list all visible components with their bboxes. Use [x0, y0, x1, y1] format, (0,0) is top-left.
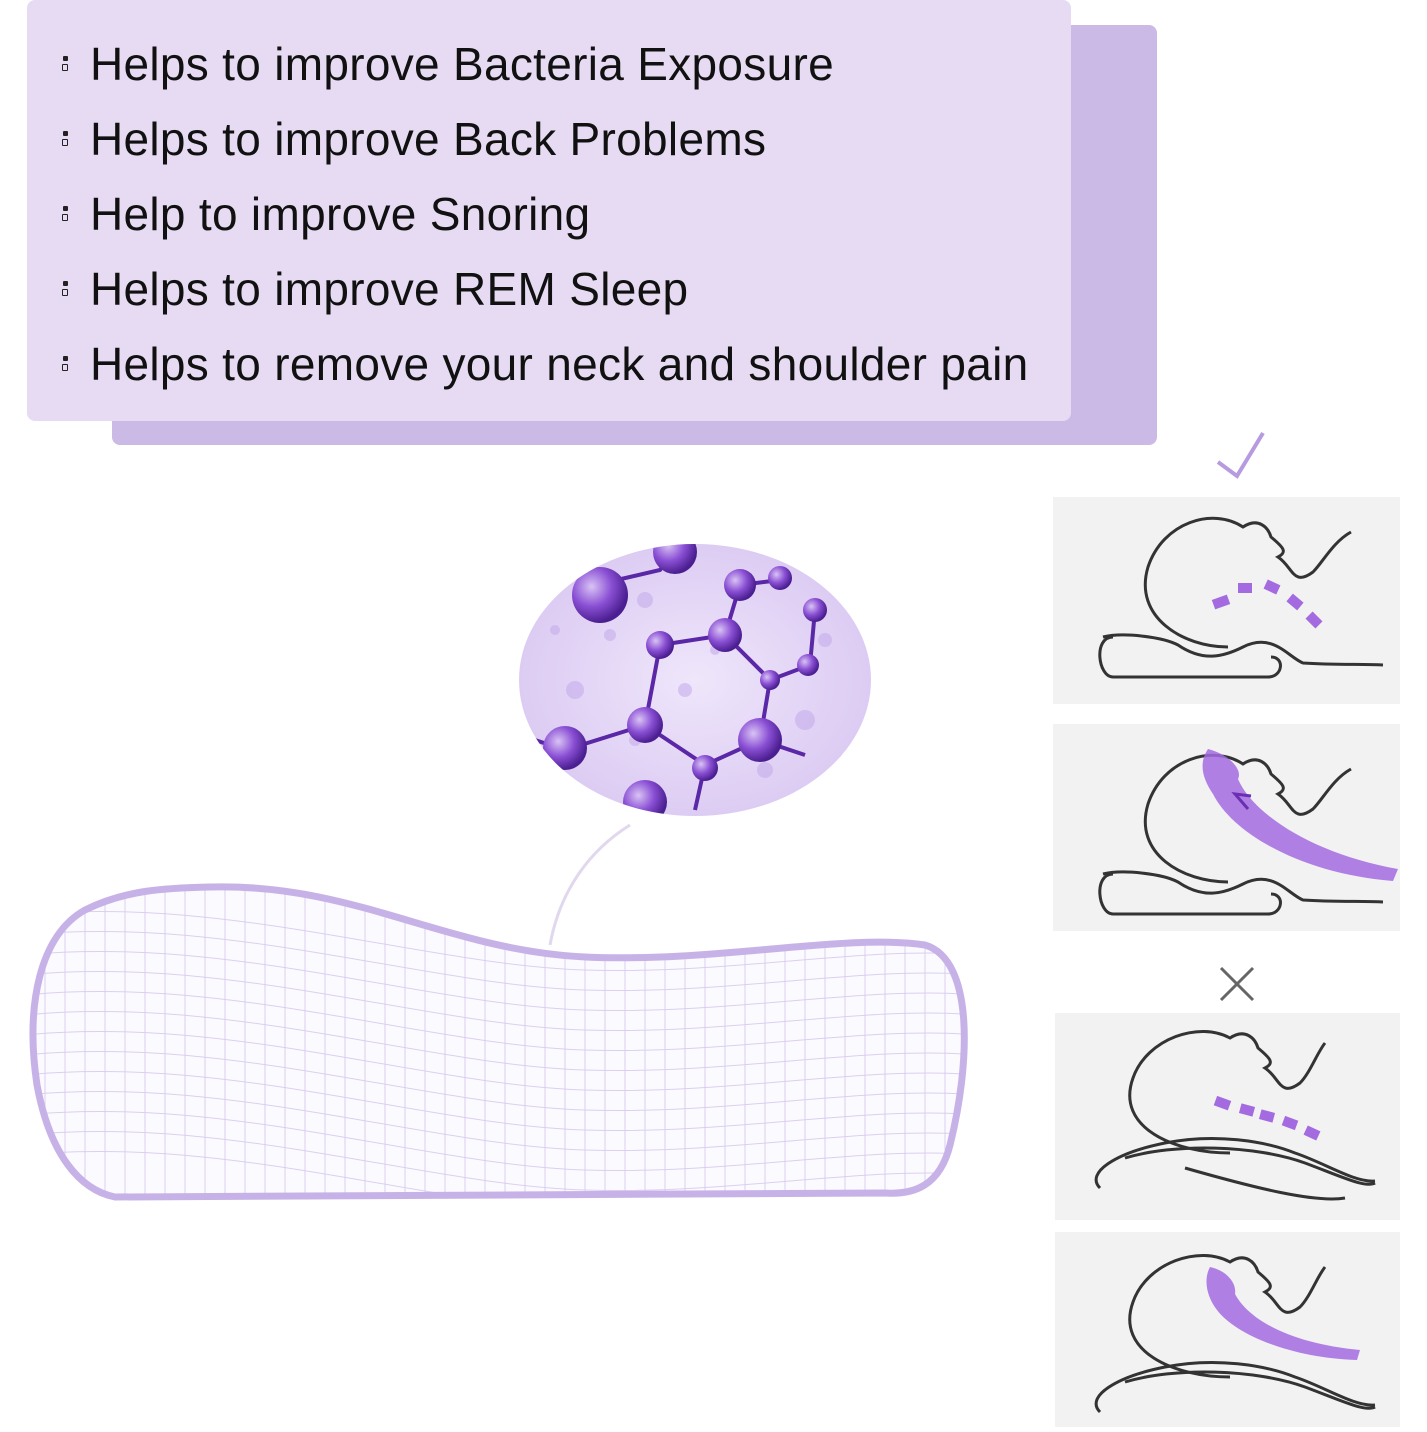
incorrect-posture-illustration-2	[1055, 1232, 1400, 1427]
pillow-illustration	[29, 883, 968, 1201]
correct-posture-illustration-1	[1053, 497, 1400, 704]
benefit-text: Helps to improve Bacteria Exposure	[90, 37, 834, 90]
benefits-list: Helps to improve Bacteria Exposure Helps…	[60, 26, 1029, 401]
check-icon	[1216, 431, 1265, 479]
bullet-icon	[60, 353, 70, 375]
benefit-item: Helps to remove your neck and shoulder p…	[60, 326, 1029, 401]
pointer-line	[548, 823, 631, 946]
bullet-icon	[60, 203, 70, 225]
molecule-illustration	[519, 544, 871, 816]
benefits-panel	[27, 0, 1071, 421]
benefit-text: Helps to remove your neck and shoulder p…	[90, 337, 1029, 390]
benefit-text: Helps to improve Back Problems	[90, 112, 767, 165]
benefit-text: Help to improve Snoring	[90, 187, 591, 240]
incorrect-posture-illustration-1	[1055, 1013, 1400, 1220]
benefit-item: Helps to improve REM Sleep	[60, 251, 1029, 326]
bullet-icon	[60, 278, 70, 300]
bullet-icon	[60, 53, 70, 75]
benefit-item: Help to improve Snoring	[60, 176, 1029, 251]
cross-icon	[1219, 966, 1255, 1002]
benefit-item: Helps to improve Back Problems	[60, 101, 1029, 176]
benefit-item: Helps to improve Bacteria Exposure	[60, 26, 1029, 101]
correct-posture-illustration-2	[1053, 724, 1400, 931]
benefit-text: Helps to improve REM Sleep	[90, 262, 689, 315]
bullet-icon	[60, 128, 70, 150]
